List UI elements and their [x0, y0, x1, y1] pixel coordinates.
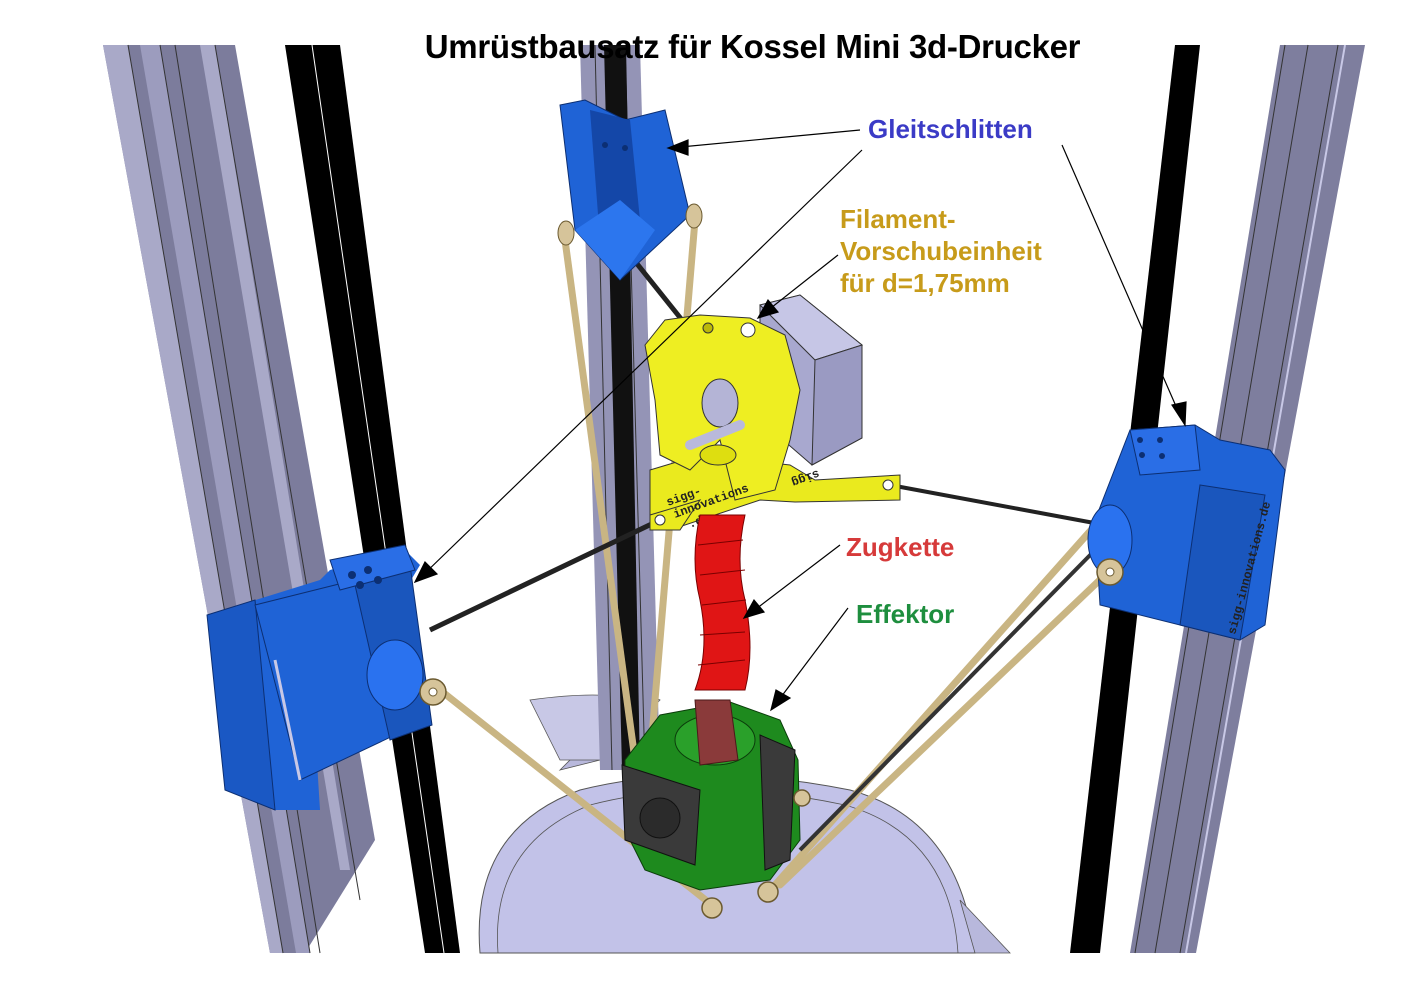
- drag-chain: [694, 514, 751, 691]
- effector: [621, 699, 801, 891]
- diagram-title: Umrüstbausatz für Kossel Mini 3d-Drucker: [424, 28, 1081, 65]
- left-carriage: [206, 544, 433, 811]
- label-filament-line-3: für d=1,75mm: [840, 268, 1010, 298]
- label-filament-line-2: Vorschubeinheit: [840, 236, 1042, 266]
- diagonal-rods: [428, 219, 1109, 909]
- label-effektor: Effektor: [856, 599, 955, 629]
- callout-arrows: [413, 129, 1187, 712]
- label-filament-line-1: Filament-: [840, 204, 956, 234]
- label-zugkette: Zugkette: [846, 532, 955, 562]
- label-gleitschlitten: Gleitschlitten: [868, 114, 1033, 144]
- rear-carriage: [559, 99, 691, 281]
- effector-rod-end-left: [701, 897, 723, 919]
- effector-rod-end-right: [757, 881, 779, 903]
- label-filament-vorschubeinheit: Filament- Vorschubeinheit für d=1,75mm: [840, 203, 1042, 299]
- right-carriage: sigg-innovations.de: [1087, 424, 1286, 641]
